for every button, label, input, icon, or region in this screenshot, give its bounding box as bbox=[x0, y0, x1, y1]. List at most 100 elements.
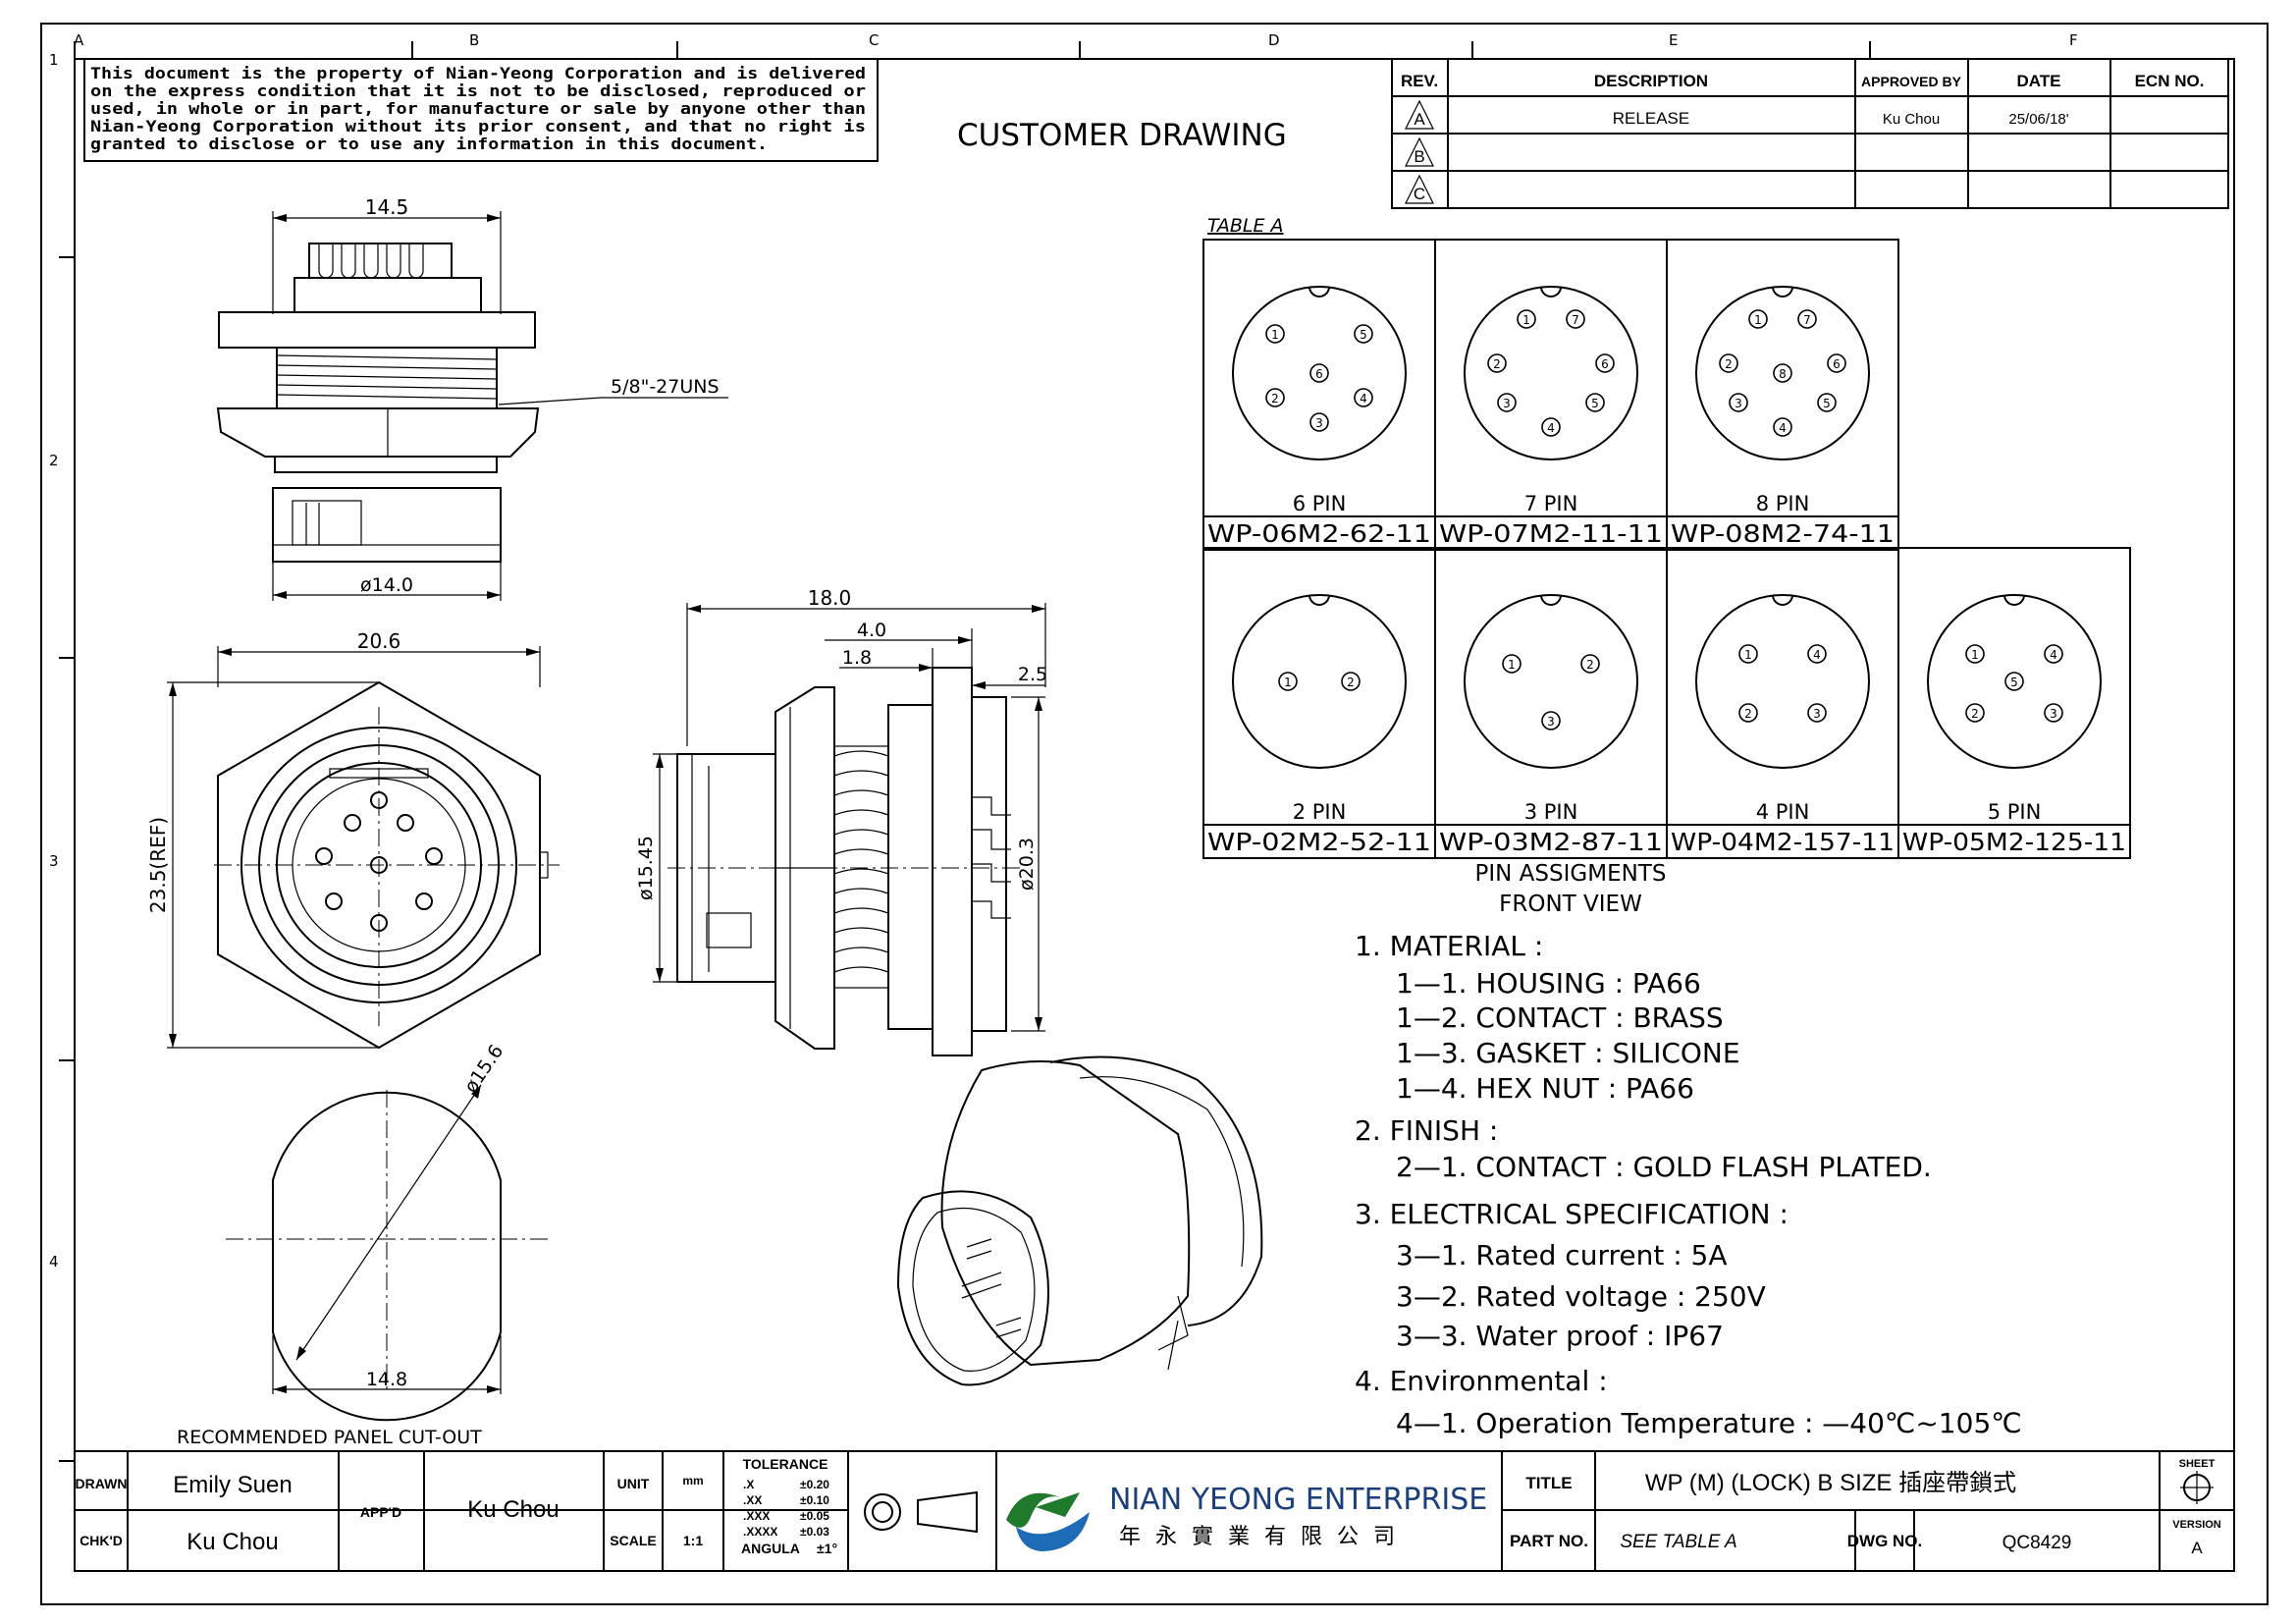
rev-header-ecn: ECN NO. bbox=[2135, 72, 2205, 90]
svg-text:.XXXX: .XXXX bbox=[743, 1525, 777, 1539]
pin-contact bbox=[1309, 412, 1329, 432]
note-line: 2. FINISH : bbox=[1355, 1114, 1498, 1147]
zone-col-e: E bbox=[1669, 31, 1678, 49]
pin-contact bbox=[1773, 417, 1792, 437]
svg-text:±0.05: ±0.05 bbox=[800, 1509, 829, 1523]
pin-contact bbox=[1827, 353, 1846, 373]
zone-row-2: 2 bbox=[49, 452, 59, 469]
zone-row-1: 1 bbox=[49, 51, 59, 69]
pin-contact bbox=[1797, 309, 1817, 329]
pin-contact bbox=[1817, 393, 1837, 412]
pin-caption-2: FRONT VIEW bbox=[1499, 892, 1642, 917]
iso-view bbox=[896, 1055, 1263, 1386]
part-number: WP-08M2-74-11 bbox=[1671, 519, 1895, 548]
svg-text:ANGULA: ANGULA bbox=[741, 1541, 800, 1556]
sheet-label: SHEET bbox=[2179, 1458, 2216, 1470]
connector-face bbox=[1232, 286, 1407, 460]
svg-text:on the express condition tha: on the express condition that it is not … bbox=[90, 81, 866, 100]
title-label: TITLE bbox=[1525, 1474, 1572, 1492]
dim-side-c: 2.5 bbox=[1018, 664, 1047, 685]
pin-count-label: 8 PIN bbox=[1756, 492, 1810, 515]
pin-contact bbox=[1502, 654, 1522, 674]
connector-face bbox=[1695, 594, 1870, 769]
pin-contact bbox=[1497, 393, 1517, 412]
pin-count-label: 5 PIN bbox=[1988, 800, 2042, 824]
pin-number: 2 bbox=[1725, 357, 1733, 371]
connector-face bbox=[1464, 594, 1638, 769]
pin-contact bbox=[1341, 672, 1361, 691]
note-line: 1—1. HOUSING : PA66 bbox=[1396, 967, 1701, 1000]
svg-text:Nian-Yeong Corporation without: Nian-Yeong Corporation without its prior… bbox=[90, 117, 866, 135]
pin-number: 7 bbox=[1572, 313, 1579, 327]
svg-text:granted to disclose or to use: granted to disclose or to use any inform… bbox=[90, 135, 768, 153]
pin-contact bbox=[2044, 644, 2063, 664]
version-label: VERSION bbox=[2172, 1519, 2221, 1531]
version-value: A bbox=[2191, 1539, 2203, 1557]
rev-row-c-rev: C bbox=[1414, 185, 1425, 203]
note-line: 1—2. CONTACT : BRASS bbox=[1396, 1001, 1724, 1034]
connector-face bbox=[1927, 594, 2102, 769]
note-line: 3—2. Rated voltage : 250V bbox=[1396, 1280, 1766, 1313]
pin-cell bbox=[1897, 547, 2131, 859]
pin-count-label: 6 PIN bbox=[1293, 492, 1347, 515]
company-name-cn: 年 永 實 業 有 限 公 司 bbox=[1119, 1525, 1399, 1549]
title-value: WP (M) (LOCK) B SIZE 插座帶鎖式 bbox=[1645, 1470, 2016, 1496]
sheet-symbol-icon bbox=[2180, 1471, 2214, 1504]
dim-side-d2: ø20.3 bbox=[1016, 838, 1038, 891]
zone-row-3: 3 bbox=[49, 852, 59, 870]
pin-contact bbox=[1487, 353, 1507, 373]
pin-cell bbox=[1666, 239, 1899, 551]
pin-contact bbox=[1719, 353, 1738, 373]
pin-contact bbox=[1595, 353, 1615, 373]
rev-header-approved: APPROVED BY bbox=[1861, 74, 1962, 89]
pin-contact bbox=[1354, 388, 1373, 407]
pin-number: 5 bbox=[1591, 397, 1599, 410]
pin-contact bbox=[1566, 309, 1585, 329]
zone-col-f: F bbox=[2069, 31, 2078, 49]
pin-number: 6 bbox=[1601, 357, 1609, 371]
connector-face bbox=[1695, 286, 1870, 460]
disclaimer-box bbox=[83, 58, 879, 162]
part-number: WP-04M2-157-11 bbox=[1671, 828, 1895, 856]
part-value: SEE TABLE A bbox=[1620, 1532, 1736, 1552]
pin-contact bbox=[1738, 703, 1758, 723]
key-notch bbox=[1772, 594, 1793, 606]
pin-number: 5 bbox=[1360, 328, 1367, 342]
pin-number: 6 bbox=[1833, 357, 1841, 371]
svg-text:.XXX: .XXX bbox=[743, 1509, 770, 1523]
note-line: 3—1. Rated current : 5A bbox=[1396, 1239, 1728, 1271]
pin-number: 3 bbox=[1315, 416, 1323, 430]
svg-text:.XX: .XX bbox=[743, 1493, 762, 1507]
pin-contact bbox=[1807, 644, 1827, 664]
pin-number: 2 bbox=[1744, 707, 1752, 721]
pin-contact bbox=[1965, 644, 1985, 664]
disclaimer-text: This document is the property of Nian-Ye… bbox=[90, 64, 866, 153]
pin-number: 1 bbox=[1508, 658, 1516, 672]
company-name: NIAN YEONG ENTERPRISE bbox=[1109, 1483, 1487, 1517]
pin-number: 4 bbox=[2050, 648, 2057, 662]
pin-number: 2 bbox=[1971, 707, 1979, 721]
pin-number: 2 bbox=[1347, 676, 1355, 689]
rev-header-description: DESCRIPTION bbox=[1594, 72, 1708, 90]
pin-number: 4 bbox=[1813, 648, 1821, 662]
pin-contact bbox=[1309, 363, 1329, 383]
pin-number: 3 bbox=[1735, 397, 1742, 410]
pin-number: 4 bbox=[1779, 421, 1787, 435]
pin-contact bbox=[1807, 703, 1827, 723]
svg-text:±0.20: ±0.20 bbox=[800, 1478, 829, 1491]
part-label: PART NO. bbox=[1510, 1532, 1588, 1550]
pin-contact bbox=[1541, 711, 1561, 730]
top-view: 14.5 5/8"-27UNS ø14.0 bbox=[216, 195, 728, 601]
chkd-label: CHK'D bbox=[80, 1533, 123, 1548]
key-notch bbox=[1308, 286, 1330, 298]
company-logo-icon bbox=[1006, 1492, 1090, 1551]
pin-number: 4 bbox=[1360, 392, 1367, 406]
rev-row-b-rev: B bbox=[1414, 147, 1424, 166]
zone-col-b: B bbox=[469, 31, 479, 49]
note-line: 3. ELECTRICAL SPECIFICATION : bbox=[1355, 1198, 1789, 1230]
appd-label: APP'D bbox=[360, 1504, 401, 1520]
pin-number: 4 bbox=[1547, 421, 1555, 435]
note-line: 3—3. Water proof : IP67 bbox=[1396, 1320, 1724, 1352]
cutout-label: RECOMMENDED PANEL CUT-OUT bbox=[177, 1427, 482, 1448]
